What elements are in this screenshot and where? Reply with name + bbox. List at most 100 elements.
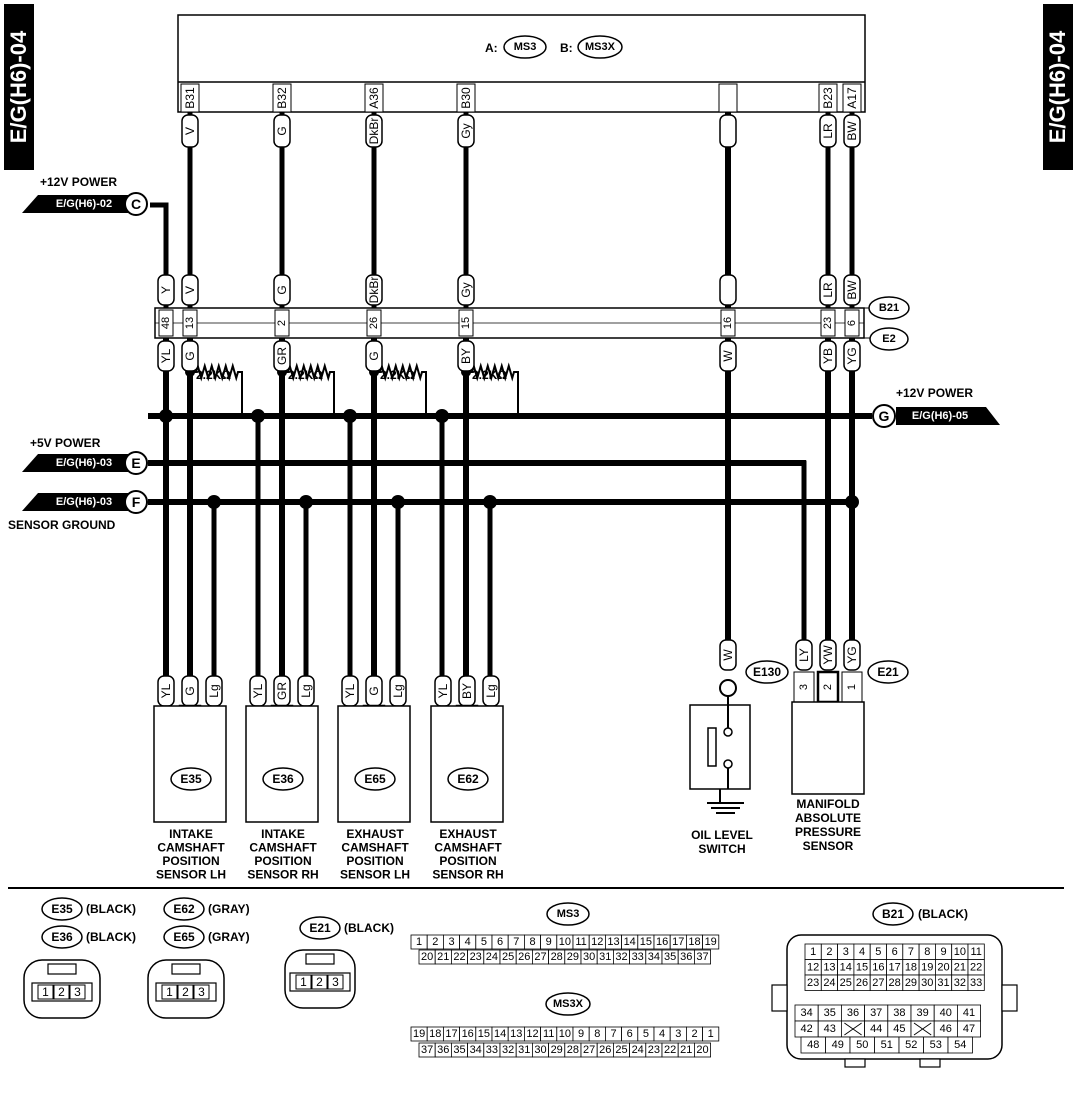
b21-top-color-4-box <box>457 274 475 306</box>
legend-ms3x-row1-num-1: 18 <box>429 1028 441 1040</box>
terminal-c-flag <box>22 195 128 213</box>
legend-b21-lnum-2-0: 48 <box>807 1039 819 1051</box>
cam-3-id: E62 <box>457 772 479 786</box>
cam-0-name-3: SENSOR LH <box>156 868 226 882</box>
cam-2-id-oval <box>354 767 396 791</box>
legend-ms3x-row2-cell-17 <box>694 1042 712 1058</box>
b21-top-color-7: BW <box>845 280 859 300</box>
legend-ms3-row1-num-15: 16 <box>656 936 668 948</box>
b21-bottom-color-6: YB <box>821 348 835 364</box>
legend-e62-color: (GRAY) <box>208 902 250 916</box>
legend-ms3-row2-num-8: 28 <box>551 951 563 963</box>
wire-c-feed <box>150 202 169 308</box>
legend-b21-color: (BLACK) <box>918 907 968 921</box>
legend-ms3x-row2-num-1: 36 <box>437 1044 449 1056</box>
terminal-g-label: +12V POWER <box>896 386 973 400</box>
legend-ms3x-row2-num-0: 37 <box>421 1044 433 1056</box>
legend-b21-lnum-0-3: 37 <box>870 1007 882 1019</box>
ecm-wire-color-1-box <box>273 114 291 148</box>
legend-b21-lnum-0-4: 38 <box>893 1007 905 1019</box>
legend-ms3x-row1-num-0: 19 <box>413 1028 425 1040</box>
cam-1-name-0: INTAKE <box>261 827 305 841</box>
b21-top-color-3-box <box>365 274 383 306</box>
legend-conn-e62-pin-box-1 <box>177 984 194 1000</box>
b21-pin-3: 26 <box>368 317 380 329</box>
ecm-wire-color-6: BW <box>845 121 859 141</box>
b21-pin-box-2 <box>274 309 290 337</box>
b21-pin-box-4 <box>458 309 474 337</box>
resistor-label-2: 2.2KΩ <box>380 368 415 382</box>
legend-e35-color: (BLACK) <box>86 902 136 916</box>
legend-ms3x-row2-num-3: 34 <box>470 1044 482 1056</box>
legend-b21-num-0-3: 4 <box>859 946 865 958</box>
cam-0-color-2: Lg <box>207 684 221 697</box>
legend-ms3x-row2-num-13: 24 <box>632 1044 644 1056</box>
cam-0-color-0: YL <box>159 683 173 698</box>
ecm-prefix-a: A: <box>485 41 498 55</box>
legend-ms3x-row2-num-7: 30 <box>534 1044 546 1056</box>
ecm-wire-color-1: G <box>275 126 289 135</box>
legend-ms3x-row2-num-16: 21 <box>680 1044 692 1056</box>
b21-top-color-7-box <box>843 274 861 306</box>
map-name-2: PRESSURE <box>795 825 861 839</box>
b21-bottom-color-5-box <box>719 340 737 372</box>
legend-ms3x-row2-num-17: 20 <box>696 1044 708 1056</box>
b21-bottom-color-2: GR <box>275 347 289 365</box>
legend-conn-e21-pin-2: 3 <box>332 975 339 989</box>
resistor-label-0: 2.2KΩ <box>196 368 231 382</box>
ecm-pin-box-4 <box>718 83 738 113</box>
legend-ms3-row2-num-16: 36 <box>680 951 692 963</box>
ecm-wire-color-6-box <box>843 114 861 148</box>
legend-b21-num-2-1: 24 <box>823 977 835 989</box>
terminal-g-flag <box>896 407 1000 425</box>
b21-top-color-6: LR <box>821 282 835 298</box>
legend-b21-lnum-2-3: 51 <box>881 1039 893 1051</box>
legend-ms3-row1-num-17: 18 <box>688 936 700 948</box>
oil-name-1: SWITCH <box>698 842 745 856</box>
legend-b21-num-0-2: 3 <box>843 946 849 958</box>
legend-ms3x-row2-num-5: 32 <box>502 1044 514 1056</box>
cam-2-body <box>337 705 411 823</box>
map-pin-2: 1 <box>846 684 858 690</box>
legend-ms3x-row2-num-10: 27 <box>583 1044 595 1056</box>
map-name-3: SENSOR <box>803 839 854 853</box>
b21-top-color-0-box <box>157 274 175 306</box>
b21-top-color-1-box <box>181 274 199 306</box>
terminal-f-ref: E/G(H6)-03 <box>56 496 112 508</box>
legend-ms3x-row1-num-6: 13 <box>510 1028 522 1040</box>
legend-b21-num-0-10: 11 <box>970 946 981 958</box>
page-tab-right: E/G(H6)-04 <box>1043 4 1073 170</box>
legend-ms3-row1-num-5: 6 <box>497 936 503 948</box>
cam-3-name-2: POSITION <box>439 854 496 868</box>
legend-b21-oval <box>872 902 914 926</box>
legend-e36-id: E36 <box>51 930 73 944</box>
legend-ms3x-row1-num-4: 15 <box>478 1028 490 1040</box>
legend-ms3-row1-cell-18 <box>702 934 720 950</box>
e2-tag-oval <box>869 327 909 351</box>
ecm-wire-color-3: Gy <box>459 123 473 138</box>
ecm-pin-box-5 <box>818 83 838 113</box>
cam-3-color-1: BY <box>460 683 474 699</box>
legend-conn-e35-pin-box-0 <box>37 984 54 1000</box>
legend-conn-e35-pin-box-2 <box>69 984 86 1000</box>
terminal-e-circle <box>124 451 148 475</box>
legend-ms3x-row2-num-14: 23 <box>648 1044 660 1056</box>
oil-switch-body <box>689 704 751 790</box>
legend-ms3-row2-num-2: 22 <box>453 951 465 963</box>
map-wire-color-2-box <box>843 639 861 671</box>
terminal-f-label: SENSOR GROUND <box>8 518 116 532</box>
map-wire-color-0-box <box>795 639 813 671</box>
legend-b21-lnum-1-0: 42 <box>800 1023 812 1035</box>
legend-e35-id: E35 <box>51 902 73 916</box>
resistor-label-1: 2.2KΩ <box>288 368 323 382</box>
ecm-pin-6: A17 <box>845 87 859 109</box>
terminal-g-ref: E/G(H6)-05 <box>912 410 968 422</box>
e2-tag: E2 <box>882 333 895 345</box>
legend-b21-num-2-7: 30 <box>921 977 933 989</box>
legend-conn-e35-pin-0: 1 <box>42 985 49 999</box>
legend-ms3x-row1-num-9: 10 <box>559 1028 571 1040</box>
legend-ms3x-row1-num-14: 5 <box>643 1028 649 1040</box>
